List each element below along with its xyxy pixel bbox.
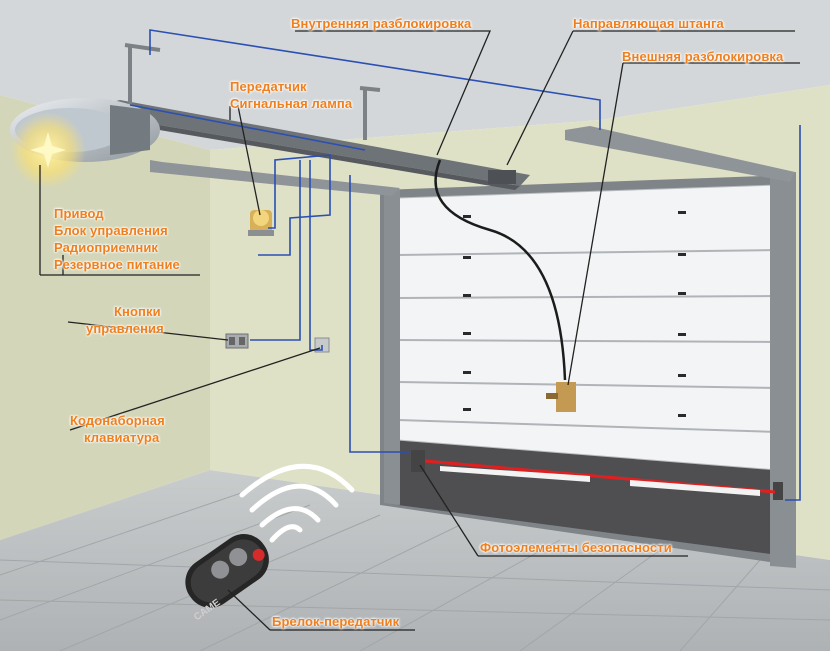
floor-tiles — [0, 489, 830, 651]
label-outer-unlock: Внешняя разблокировка — [622, 49, 784, 64]
external-unlock-handle — [546, 382, 576, 412]
left-wall — [0, 95, 210, 540]
unlock-cable — [434, 159, 567, 381]
radio-waves — [239, 463, 355, 543]
ceiling-brackets — [124, 43, 381, 140]
label-transmitter-line2: Сигнальная лампа — [230, 96, 353, 111]
wall-buttons-device — [225, 333, 249, 349]
label-remote: Брелок-передатчик — [272, 614, 400, 629]
label-buttons-line1: Кнопки — [114, 304, 161, 319]
label-drive-line4: Резервное питание — [54, 257, 180, 272]
leader-lines — [39, 30, 800, 631]
left-vertical-track — [384, 190, 400, 505]
label-control-buttons: Кнопки управления — [86, 303, 164, 337]
opener-unit — [10, 98, 160, 188]
floor-slots — [440, 466, 760, 496]
label-transmitter: Передатчик Сигнальная лампа — [230, 78, 352, 112]
label-keypad-line1: Кодонаборная — [70, 413, 165, 428]
label-drive: Привод Блок управления Радиоприемник Рез… — [54, 205, 180, 273]
right-vertical-track — [770, 172, 796, 568]
signal-lamp — [248, 210, 274, 236]
top-track-right — [565, 126, 795, 182]
label-inner-unlock: Внутренняя разблокировка — [291, 16, 472, 31]
label-buttons-line2: управления — [86, 321, 164, 336]
guide-rail-shape — [100, 100, 530, 186]
label-transmitter-line1: Передатчик — [230, 79, 307, 94]
label-drive-line3: Радиоприемник — [54, 240, 159, 255]
rail-shadow — [100, 115, 520, 190]
label-drive-line1: Привод — [54, 206, 104, 221]
label-keypad: Кодонаборная клавиатура — [70, 412, 165, 446]
label-keypad-line2: клавиатура — [84, 430, 160, 445]
ceiling — [0, 0, 830, 150]
label-photocells: Фотоэлементы безопасности — [480, 540, 672, 555]
label-guide-rail: Направляющая штанга — [573, 16, 724, 31]
label-drive-line2: Блок управления — [54, 223, 168, 238]
sectional-door — [397, 184, 779, 471]
rail-carriage — [488, 170, 516, 184]
remote-fob — [185, 534, 269, 608]
door-opening — [398, 440, 778, 555]
wiring — [129, 29, 801, 501]
photocell-right — [773, 482, 783, 500]
